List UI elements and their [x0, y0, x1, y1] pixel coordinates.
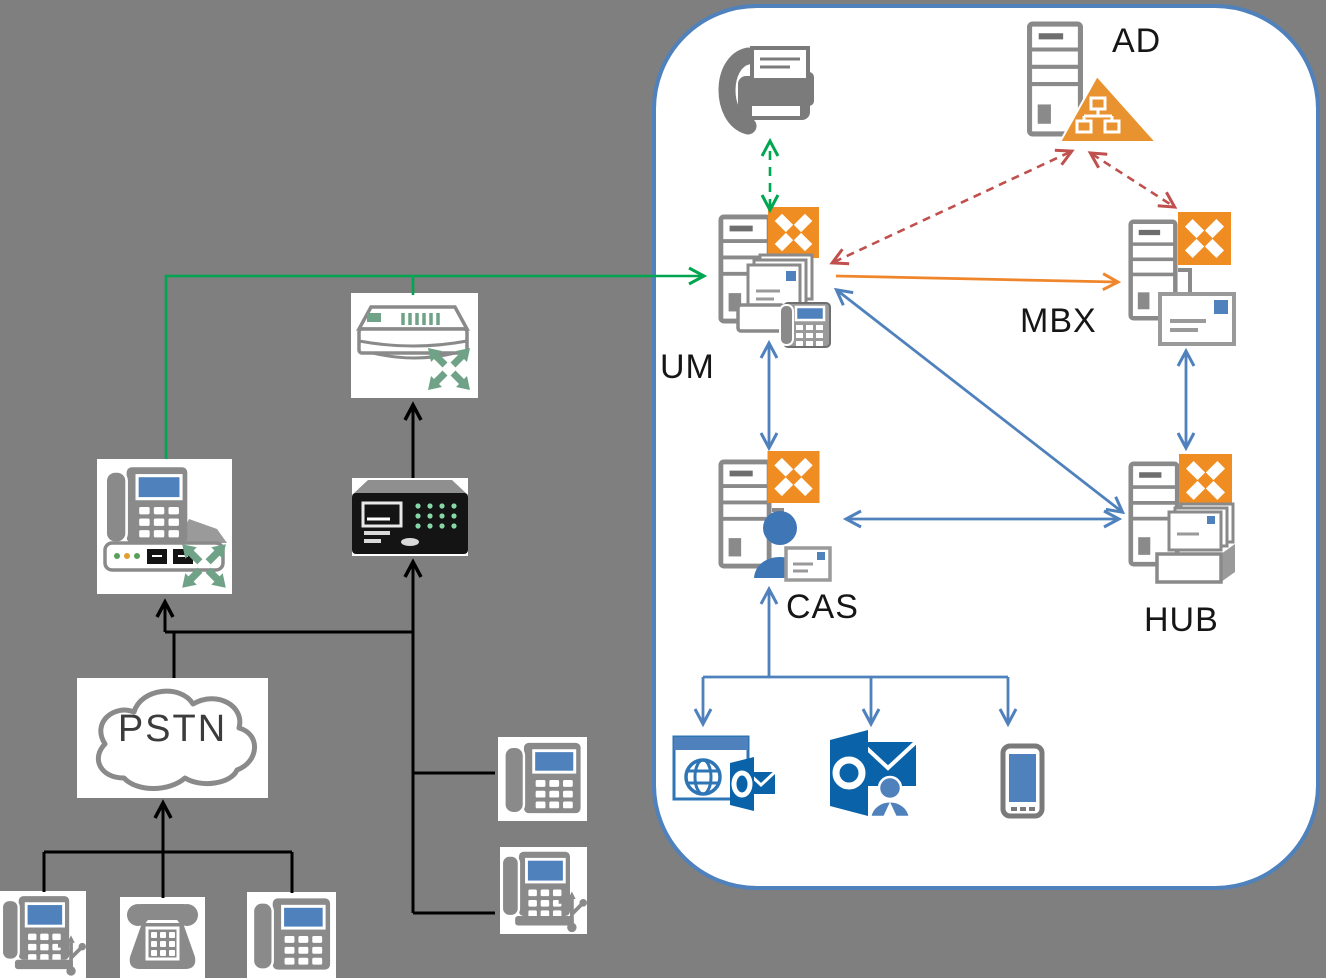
mobile-client — [1000, 743, 1045, 819]
active-directory-server — [1020, 18, 1160, 150]
usb-phone-1 — [0, 891, 86, 978]
cas-label: CAS — [786, 588, 859, 626]
usb-phone-2 — [500, 847, 587, 934]
ip-pbx — [352, 478, 468, 556]
pstn-label: PSTN — [117, 708, 228, 750]
fax-machine — [712, 42, 818, 137]
pstn-cloud — [77, 678, 268, 798]
um-label: UM — [660, 348, 715, 386]
ip-phone-1 — [247, 892, 336, 978]
unified-messaging-server — [714, 205, 834, 350]
sbc-gateway — [351, 293, 478, 398]
voip-gateway — [97, 459, 232, 594]
mailbox-server — [1125, 208, 1237, 348]
hub-label: HUB — [1144, 601, 1219, 639]
ad-label: AD — [1112, 22, 1162, 60]
owa-web-client — [672, 733, 780, 813]
ip-phone-2 — [498, 737, 587, 821]
client-access-server — [714, 450, 834, 590]
hub-transport-server — [1125, 450, 1245, 590]
mbx-label: MBX — [1020, 302, 1097, 340]
outlook-client — [824, 728, 919, 818]
analog-phone — [120, 897, 205, 978]
